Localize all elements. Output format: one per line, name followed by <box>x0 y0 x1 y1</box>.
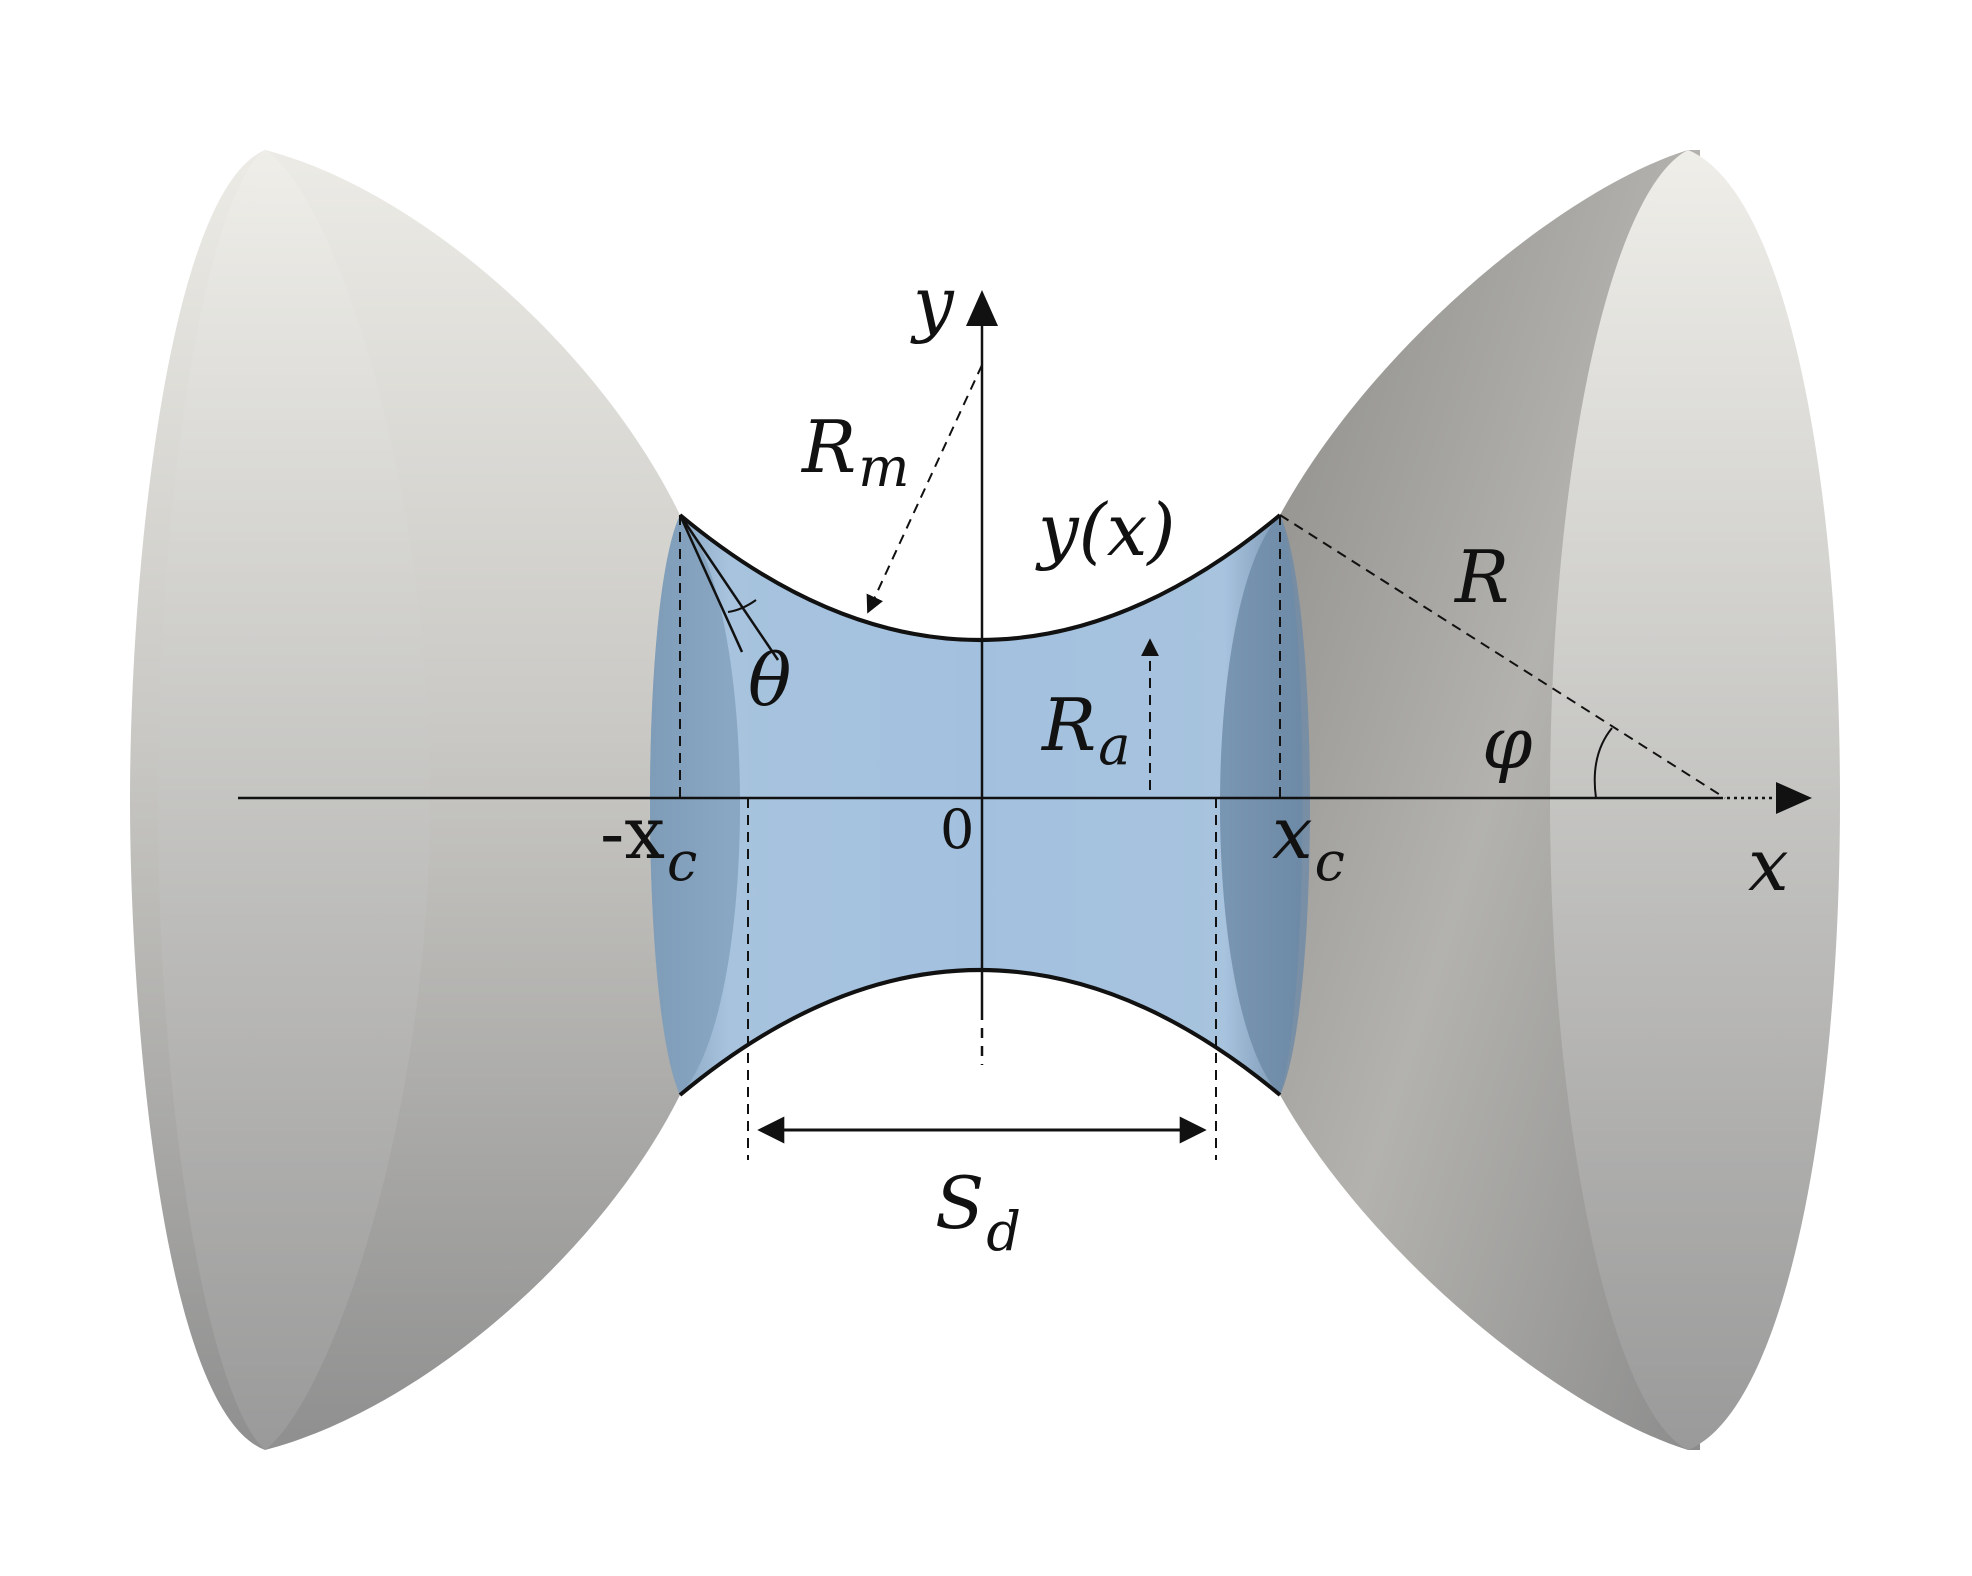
right-particle <box>1280 150 1840 1450</box>
theta-label: θ <box>748 638 791 722</box>
phi-angle-arc <box>1593 727 1613 799</box>
y-axis-arrowhead <box>966 290 998 326</box>
y-axis-label: y <box>910 261 955 345</box>
xc-label: xc <box>1272 791 1345 893</box>
theta-tangent-line <box>678 514 780 661</box>
ra-label: Ra <box>1040 683 1130 777</box>
meniscus-top-profile <box>678 513 1282 642</box>
left-particle <box>130 150 680 1450</box>
r-label: R <box>1453 535 1509 619</box>
x-axis-arrowhead <box>1776 782 1812 814</box>
liquid-bridge-body <box>650 515 1303 1095</box>
rm-label: Rm <box>800 405 909 499</box>
theta-normal-line <box>678 514 744 653</box>
left-contact-ellipse <box>650 515 740 1095</box>
sd-label: Sd <box>935 1161 1021 1263</box>
neg-xc-label: -xc <box>600 791 697 893</box>
meniscus-bottom-profile <box>678 968 1282 1097</box>
rm-radius-line <box>866 364 983 614</box>
x-axis-label: x <box>1748 823 1789 907</box>
theta-angle-arc <box>727 599 757 613</box>
right-contact-ellipse <box>1220 515 1310 1095</box>
origin-label: 0 <box>940 798 974 861</box>
liquid-bridge <box>650 513 1310 1097</box>
left-particle-cap-face <box>158 150 430 1450</box>
y-of-x-label: y(x) <box>1035 488 1175 572</box>
phi-label: φ <box>1482 701 1533 785</box>
right-particle-cap-face <box>1550 150 1840 1450</box>
labels: y x Rm y(x) R θ Ra φ -xc 0 xc Sd <box>600 261 1789 1263</box>
axes <box>238 290 1812 1065</box>
construction-lines <box>678 364 1726 1160</box>
r-radius-line <box>1279 514 1726 799</box>
